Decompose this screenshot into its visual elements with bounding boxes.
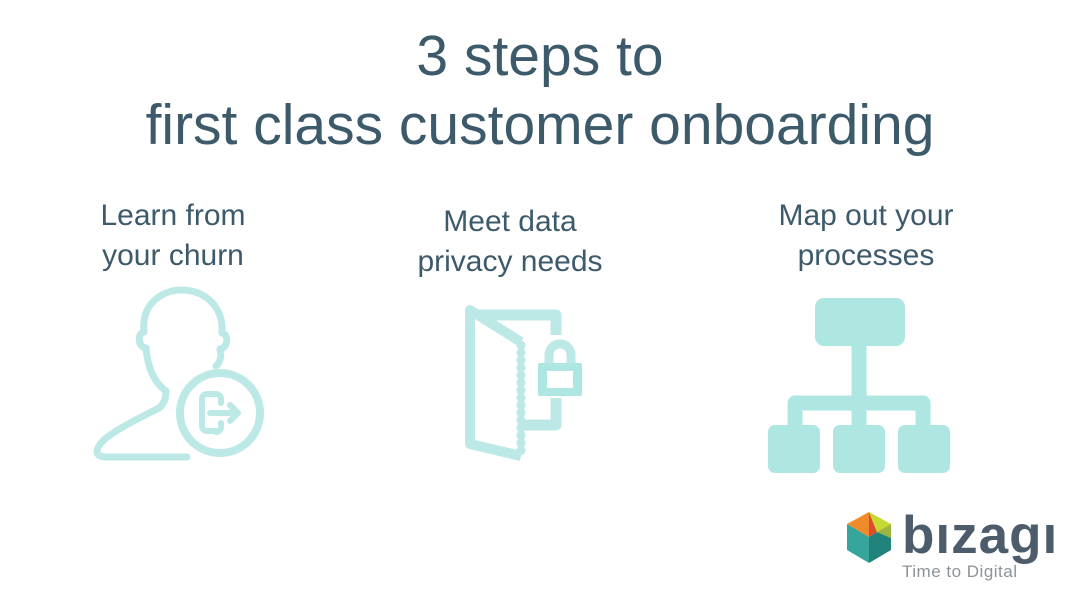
logo-text-block: bızagı Time to Digital xyxy=(902,506,1059,582)
exit-arrow-glyph xyxy=(199,391,241,435)
door-lock-icon xyxy=(458,301,588,471)
logo-tagline: Time to Digital xyxy=(902,562,1018,581)
process-hierarchy-icon xyxy=(765,296,950,481)
churn-user-exit-icon xyxy=(90,286,265,469)
title-line-2: first class customer onboarding xyxy=(145,93,935,157)
step-label-line-1: Map out your xyxy=(778,199,954,232)
padlock-glyph xyxy=(538,339,582,396)
bizagi-logo: bızagı Time to Digital xyxy=(846,506,1059,582)
title-line-1: 3 steps to xyxy=(416,24,664,88)
step-label-line-1: Meet data xyxy=(443,205,577,238)
step-label: Meet data privacy needs xyxy=(375,202,645,282)
step-label-line-2: processes xyxy=(797,239,935,272)
step-map-processes: Map out your processes xyxy=(731,196,1001,473)
step-learn-from-churn: Learn from your churn xyxy=(38,196,308,461)
step-data-privacy: Meet data privacy needs xyxy=(375,202,645,461)
step-label: Learn from your churn xyxy=(38,196,308,276)
bizagi-wordmark: bızagı xyxy=(902,506,1059,565)
step-label-line-1: Learn from xyxy=(100,199,246,232)
step-label: Map out your processes xyxy=(731,196,1001,276)
bizagi-cube-icon xyxy=(847,512,891,563)
step-label-line-2: privacy needs xyxy=(417,245,603,278)
step-label-line-2: your churn xyxy=(102,239,244,272)
